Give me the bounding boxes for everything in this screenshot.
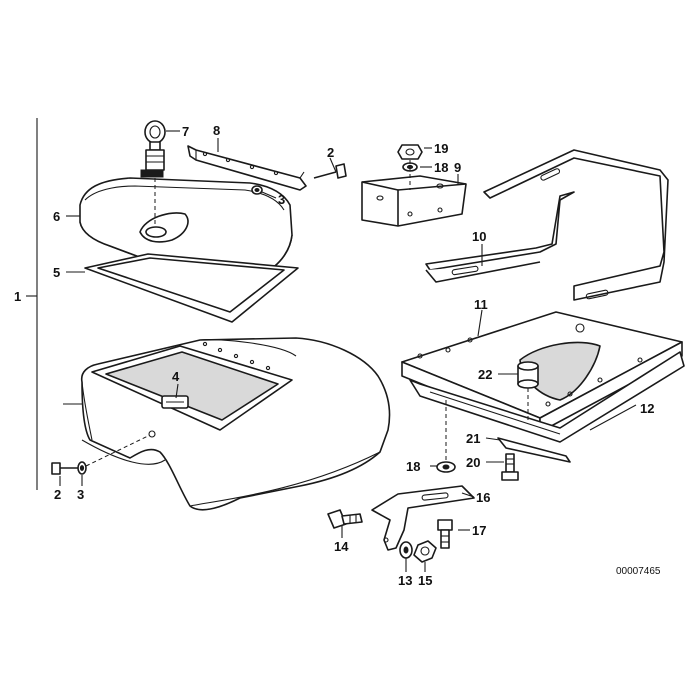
label-16: 16 [476, 490, 490, 505]
label-17: 17 [472, 523, 486, 538]
washer-upper[interactable] [251, 185, 263, 195]
lid-seal[interactable] [84, 253, 299, 323]
label-18-lower: 18 [406, 459, 420, 474]
label-14: 14 [334, 539, 349, 554]
drawing-number: 00007465 [616, 566, 661, 577]
screw-upper[interactable] [313, 163, 347, 179]
label-8: 8 [213, 123, 220, 138]
case-body[interactable] [80, 337, 391, 511]
label-18-upper: 18 [434, 160, 448, 175]
label-15: 15 [418, 573, 432, 588]
label-19: 19 [434, 141, 448, 156]
washer-lower[interactable] [77, 461, 87, 475]
support-bracket[interactable] [425, 149, 669, 301]
lower-frame[interactable] [409, 351, 685, 443]
clamping-plate[interactable] [497, 437, 571, 463]
leader-lines [59, 130, 637, 572]
label-3-upper: 3 [278, 192, 285, 207]
label-6: 6 [53, 209, 60, 224]
label-2-upper: 2 [327, 145, 334, 160]
label-13: 13 [398, 573, 412, 588]
label-7: 7 [182, 124, 189, 139]
mounting-bracket[interactable] [371, 485, 475, 551]
label-3-lower: 3 [77, 487, 84, 502]
label-1: 1 [14, 289, 21, 304]
lock-cylinder[interactable] [140, 120, 166, 225]
bolt-17[interactable] [437, 519, 453, 549]
nut-upper[interactable] [397, 144, 423, 160]
bolt-20[interactable] [501, 453, 519, 481]
label-22: 22 [478, 367, 492, 382]
nut-15[interactable] [413, 540, 437, 563]
label-5: 5 [53, 265, 60, 280]
bolt-14[interactable] [327, 509, 363, 529]
carrier-holder[interactable] [361, 175, 467, 227]
assembly-bracket-1 [26, 118, 38, 490]
spacer-sleeve[interactable] [517, 361, 539, 389]
washer-13[interactable] [399, 541, 413, 559]
label-20: 20 [466, 455, 480, 470]
hinge-strip[interactable] [187, 145, 307, 191]
label-11: 11 [474, 297, 488, 312]
label-4: 4 [172, 369, 180, 384]
label-9: 9 [454, 160, 461, 175]
label-12: 12 [640, 401, 654, 416]
label-2-lower: 2 [54, 487, 61, 502]
screw-lower[interactable] [51, 462, 78, 475]
label-10: 10 [472, 229, 486, 244]
label-21: 21 [466, 431, 480, 446]
washer-bracket[interactable] [436, 461, 456, 473]
